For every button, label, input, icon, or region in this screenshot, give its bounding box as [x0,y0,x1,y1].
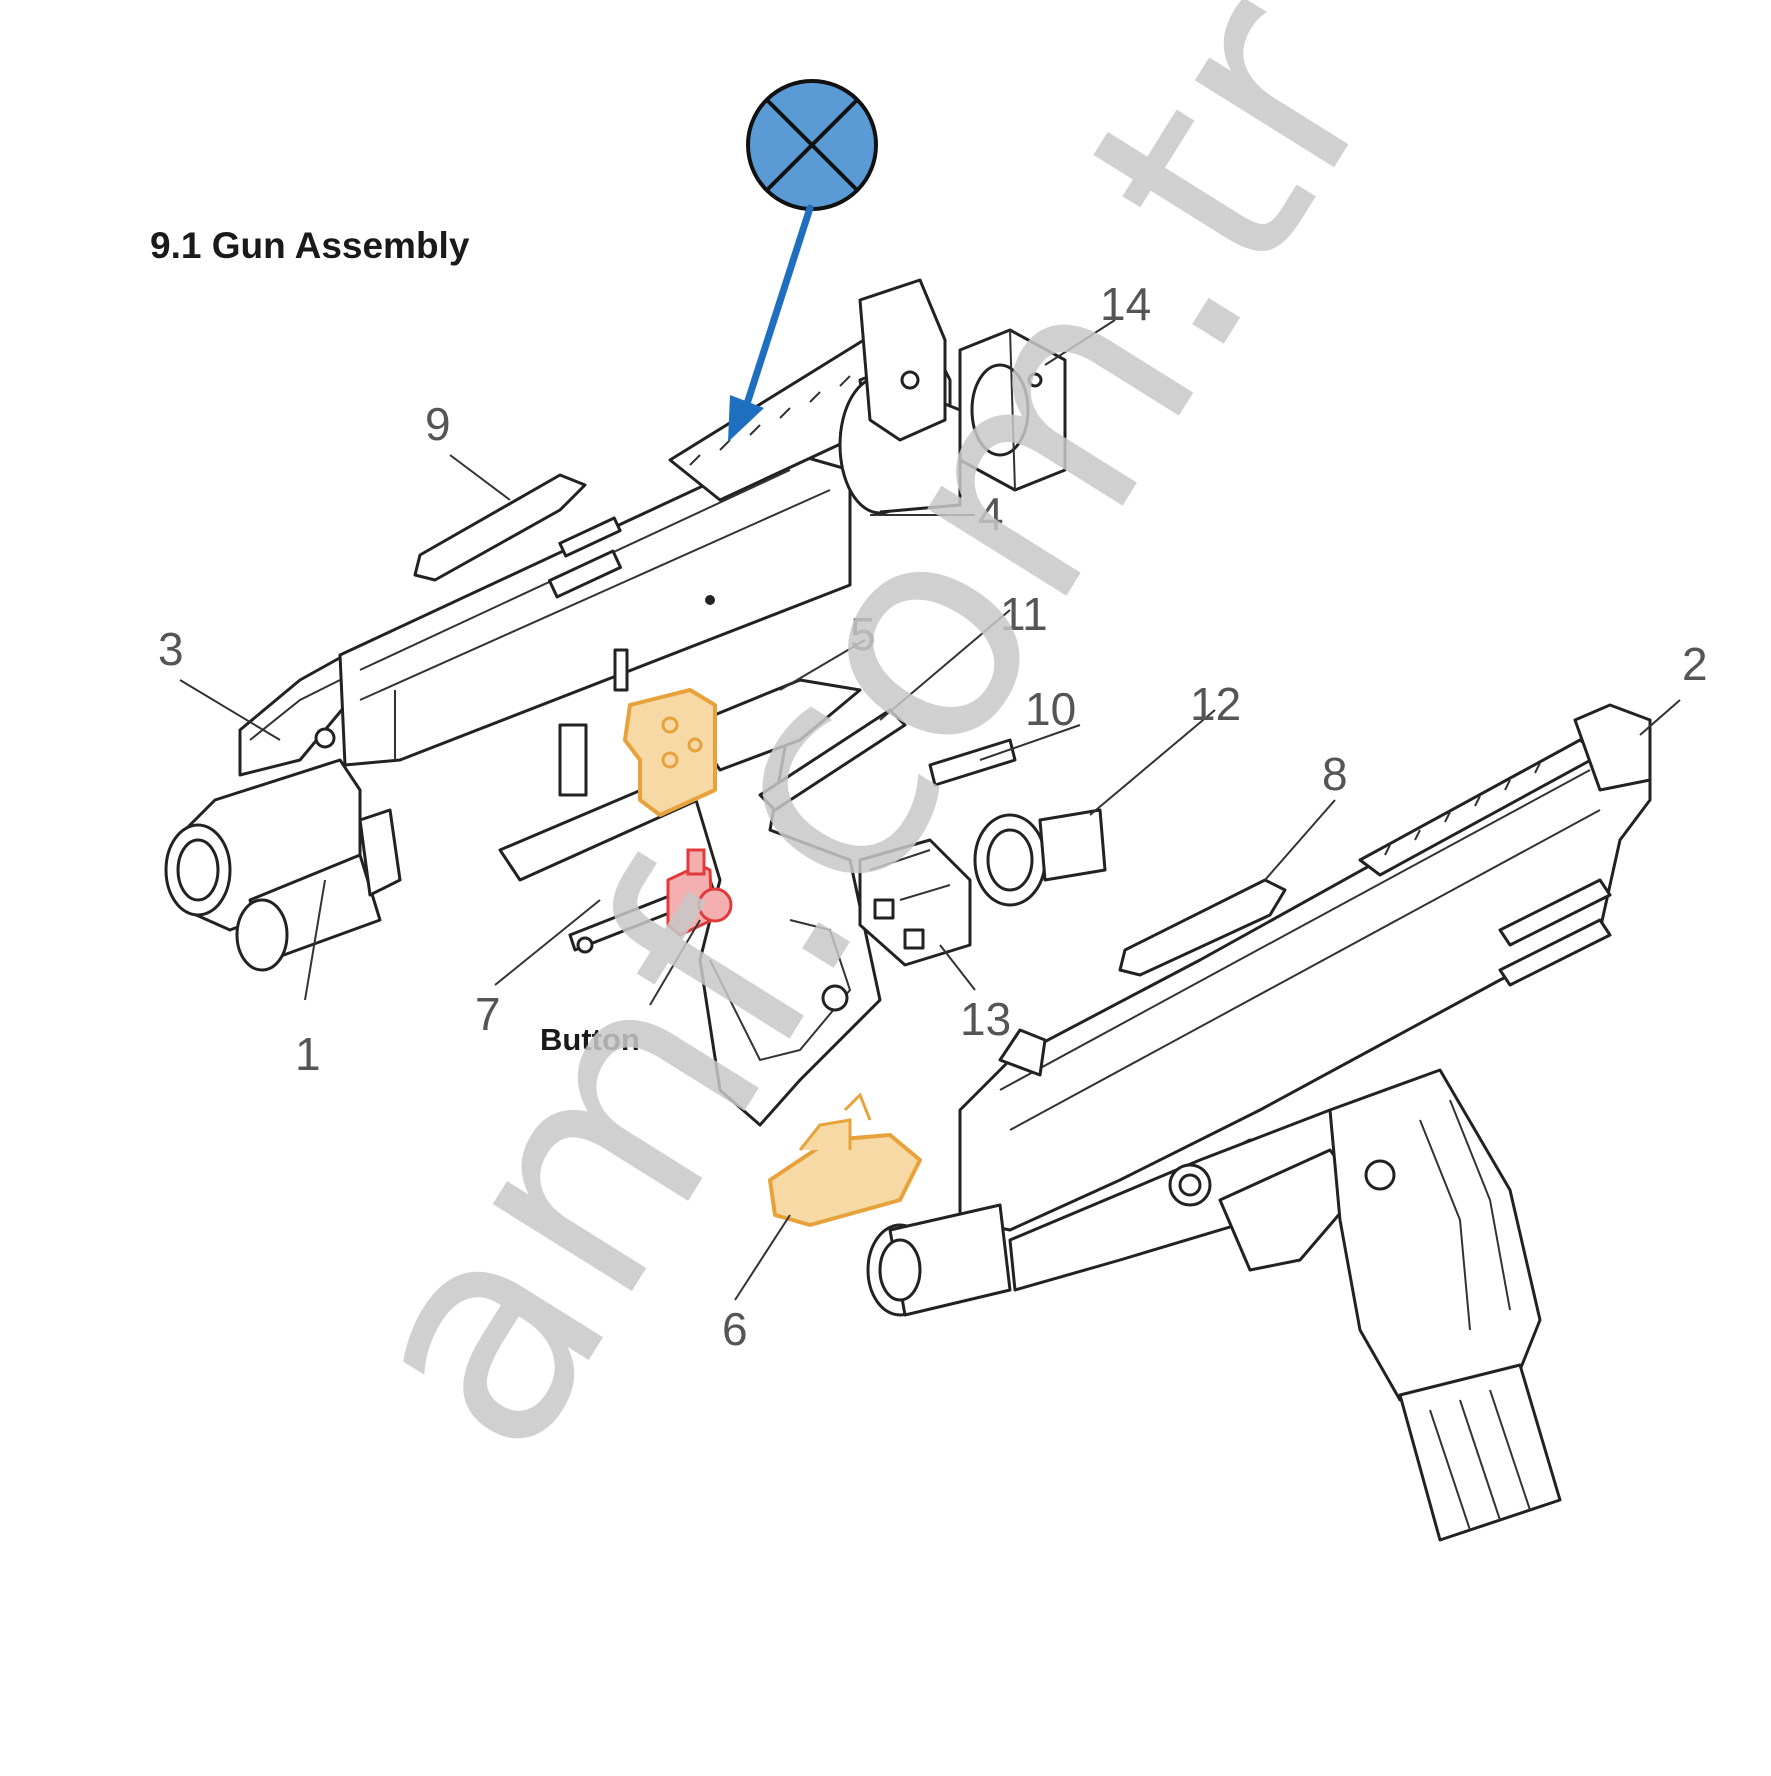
button-callout-label: Button [540,1022,640,1057]
highlight-button [666,848,733,937]
part-label-2: 2 [1682,638,1708,690]
part-number-labels: 1 2 3 4 5 6 7 8 9 10 11 12 13 14 Button [158,278,1708,1355]
part-label-10: 10 [1025,683,1076,735]
part-label-1: 1 [295,1028,321,1080]
pointer-arrow [728,204,814,442]
part-label-9: 9 [425,398,451,450]
part-label-5: 5 [850,608,876,660]
crossed-circle-icon [746,79,878,211]
part-label-6: 6 [722,1303,748,1355]
part-label-3: 3 [158,623,184,675]
part-label-14: 14 [1100,278,1151,330]
part-label-8: 8 [1322,748,1348,800]
part-label-12: 12 [1190,678,1241,730]
part-label-11: 11 [1000,588,1048,640]
diagram-title: 9.1 Gun Assembly [150,225,470,266]
upper-receiver-drawing [164,278,1287,1127]
part-label-13: 13 [960,993,1011,1045]
part-label-4: 4 [978,488,1004,540]
highlight-part-5 [623,688,717,817]
highlight-part-6 [768,1092,922,1227]
part-label-7: 7 [475,988,501,1040]
pistol-body-drawing [866,703,1652,1542]
leader-lines [179,319,1681,1301]
